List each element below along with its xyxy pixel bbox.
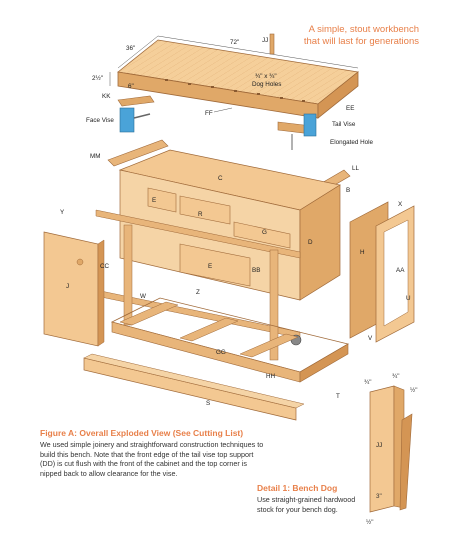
leg-front-left	[123, 224, 133, 326]
tail-vise-hardware	[303, 113, 317, 137]
face-vise: Face Vise	[86, 95, 155, 133]
label-jj: JJ	[262, 37, 268, 44]
label-kk: KK	[102, 93, 111, 100]
label-s: S	[206, 400, 210, 407]
label-ee: EE	[346, 105, 354, 112]
label-c: C	[218, 175, 223, 182]
support-ll-left	[107, 139, 169, 167]
label-tail-vise: Tail Vise	[332, 121, 356, 128]
detail-part-label: JJ	[376, 442, 382, 449]
label-t: T	[336, 393, 340, 400]
label-cc: CC	[100, 263, 110, 270]
title-line-2: that will last for generations	[303, 36, 419, 47]
dog-holes-label: Dog Holes	[252, 81, 281, 88]
figure-caption: Figure A: Overall Exploded View (See Cut…	[40, 428, 266, 478]
label-e: E	[152, 197, 156, 204]
dim-thickness: 2½"	[92, 74, 103, 82]
label-y: Y	[60, 209, 65, 216]
detail-dim-top-right: ¾"	[392, 373, 400, 380]
dim-dog-holes: ¾" x ¾"	[255, 73, 277, 80]
door-j: J CC	[43, 231, 110, 347]
end-panels: H X AA U V	[349, 201, 415, 343]
leg-front-right	[269, 249, 279, 361]
label-ll-right: LL	[352, 165, 360, 172]
label-gg: GG	[216, 349, 226, 356]
title-line-1: A simple, stout workbench	[308, 24, 419, 35]
label-g: G	[262, 229, 267, 236]
label-e2: E	[208, 263, 212, 270]
label-elongated-hole: Elongated Hole	[330, 139, 374, 146]
detail-dim-bottom: ½"	[366, 518, 374, 526]
bench-dog: JJ	[262, 33, 275, 55]
label-face-vise: Face Vise	[86, 117, 114, 124]
drawer-lower	[179, 243, 251, 287]
label-h: H	[360, 249, 365, 256]
drawer-g	[233, 221, 291, 249]
bench-top: 72" 36" 2½" 6" ¾" x ¾" Dog Holes	[92, 35, 359, 119]
title: A simple, stout workbench that will last…	[219, 24, 419, 48]
label-u: U	[406, 295, 411, 302]
drawer-e	[147, 187, 177, 213]
detail-caption: Detail 1: Bench Dog Use straight-grained…	[257, 483, 367, 514]
detail-caption-heading: Detail 1: Bench Dog	[257, 483, 338, 493]
label-b: B	[346, 187, 350, 194]
label-z: Z	[196, 289, 200, 296]
label-w: W	[140, 293, 146, 300]
dim-kk-offset: 6"	[128, 83, 134, 90]
label-x: X	[398, 201, 403, 208]
label-j: J	[66, 283, 69, 290]
detail-bench-dog: JJ ¾" ¾" ½" 3" ½"	[364, 373, 418, 526]
cabinet-side-d	[299, 184, 341, 301]
tail-vise: Tail Vise Elongated Hole	[277, 113, 374, 150]
dim-length: 72"	[230, 39, 239, 46]
rail-y	[95, 209, 301, 259]
dim-depth: 36"	[126, 45, 135, 52]
label-bb: BB	[252, 267, 260, 274]
detail-dim-right: ½"	[410, 386, 418, 394]
detail-caption-body: Use straight-grained hardwood stock for …	[257, 495, 356, 514]
bench-dog-spring	[399, 413, 413, 511]
label-d: D	[308, 239, 313, 246]
face-vise-hardware	[119, 107, 135, 133]
detail-dim-mid: 3"	[376, 493, 382, 500]
drawer-r	[179, 195, 231, 225]
base-frame: GG HH T S	[83, 297, 350, 421]
label-v: V	[368, 335, 373, 342]
figure-caption-heading: Figure A: Overall Exploded View (See Cut…	[40, 428, 244, 438]
label-mm: MM	[90, 153, 101, 160]
figure-caption-body: We used simple joinery and straightforwa…	[40, 440, 264, 478]
label-aa: AA	[396, 267, 405, 274]
label-r: R	[198, 211, 203, 218]
detail-dim-top-left: ¾"	[364, 379, 372, 386]
cabinet: C B D E R G E BB Y W Z	[60, 149, 350, 361]
bench-top-end-edge	[317, 71, 359, 119]
label-ff: FF	[205, 110, 213, 117]
label-hh: HH	[266, 373, 276, 380]
dog-holes	[165, 79, 305, 102]
